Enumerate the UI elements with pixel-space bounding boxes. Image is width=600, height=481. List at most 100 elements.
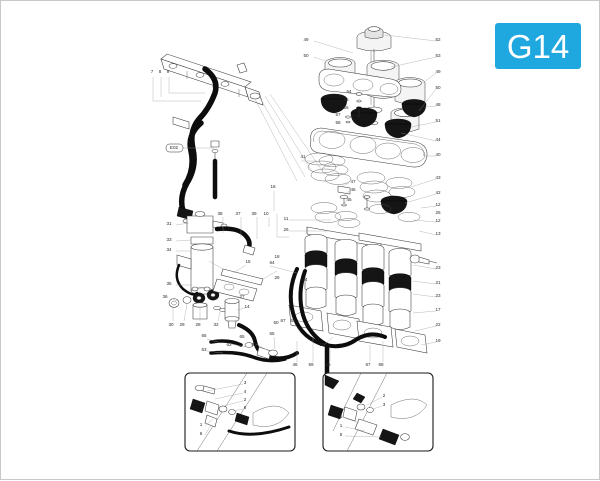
callout-c26b: 26 xyxy=(274,275,280,280)
callout-c39: 39 xyxy=(251,211,257,216)
callout-cE02: E02 xyxy=(170,145,179,150)
callout-n6: 6 xyxy=(244,405,247,410)
callout-c42: 42 xyxy=(435,190,441,195)
callout-c50b: 50 xyxy=(435,85,441,90)
callout-n3: 3 xyxy=(383,402,386,407)
mounting-bracket-plate xyxy=(208,260,278,302)
fuel-hose-main xyxy=(172,66,219,214)
callout-c54: 54 xyxy=(346,89,352,94)
callout-c37: 37 xyxy=(235,211,241,216)
callout-n5: 5 xyxy=(340,432,343,437)
rubber-boot-upper-3 xyxy=(384,118,412,139)
callout-c22: 22 xyxy=(435,322,441,327)
callout-c40: 40 xyxy=(435,152,441,157)
callout-c65c: 65 xyxy=(269,331,275,336)
callout-c29: 29 xyxy=(179,322,185,327)
callout-c45: 45 xyxy=(346,197,352,202)
rubber-boot-upper-2 xyxy=(350,107,378,128)
throttle-actuator xyxy=(409,254,438,265)
callout-c67b: 67 xyxy=(280,318,286,323)
callout-n4: 4 xyxy=(244,389,247,394)
callout-c41: 41 xyxy=(300,154,306,159)
callout-c68b: 68 xyxy=(290,318,296,323)
callout-n6: 6 xyxy=(200,431,203,436)
lower-hose-network xyxy=(209,267,387,376)
bracket-parts xyxy=(337,185,371,211)
detail-inset-left xyxy=(184,372,296,452)
callout-labels: 4950525349504851444043421225121323212317… xyxy=(151,37,441,437)
callout-c63: 63 xyxy=(201,347,207,352)
callout-c53: 53 xyxy=(435,53,441,58)
callout-c68: 68 xyxy=(378,362,384,367)
callout-c15: 15 xyxy=(245,259,251,264)
callout-c49b: 49 xyxy=(435,69,441,74)
callout-c38: 38 xyxy=(217,211,223,216)
callout-c59: 59 xyxy=(308,362,314,367)
callout-c48: 48 xyxy=(435,102,441,107)
callout-n6: 6 xyxy=(340,414,343,419)
callout-c64: 64 xyxy=(269,260,275,265)
callout-c46b: 46 xyxy=(292,362,298,367)
callout-c12b: 12 xyxy=(435,218,441,223)
callout-c60: 60 xyxy=(273,320,279,325)
detail-inset-right xyxy=(322,372,434,452)
callout-c34: 34 xyxy=(166,247,172,252)
callout-c26: 26 xyxy=(283,227,289,232)
callout-c44: 44 xyxy=(435,137,441,142)
throttle-body-2 xyxy=(334,239,358,316)
reference-box-e02 xyxy=(165,140,220,159)
callout-c28: 28 xyxy=(195,322,201,327)
callout-c27: 27 xyxy=(239,294,245,299)
callout-c14: 14 xyxy=(244,304,250,309)
air-filter-cap xyxy=(356,26,392,52)
rubber-boot-mid xyxy=(380,195,408,215)
upper-manifold-plate xyxy=(318,68,402,98)
callout-c16: 16 xyxy=(270,184,276,189)
callout-c55: 55 xyxy=(343,97,349,102)
callout-c25: 25 xyxy=(435,210,441,215)
callout-n3: 3 xyxy=(244,380,247,385)
callout-c52: 52 xyxy=(435,37,441,42)
callout-c61: 61 xyxy=(251,342,257,347)
callout-c51: 51 xyxy=(435,118,441,123)
pressure-regulator xyxy=(224,298,240,329)
callout-c58: 58 xyxy=(335,120,341,125)
throttle-body-bank-left xyxy=(304,226,382,316)
callout-c49: 49 xyxy=(303,37,309,42)
callout-n1: 1 xyxy=(200,422,203,427)
page-badge-label: G14 xyxy=(506,27,570,65)
callout-c30: 30 xyxy=(168,322,174,327)
callout-c65: 65 xyxy=(201,333,207,338)
throttle-body-1 xyxy=(304,234,328,309)
callout-c62: 62 xyxy=(226,342,232,347)
callout-c66: 66 xyxy=(325,362,331,367)
throttle-body-4 xyxy=(388,248,412,330)
leader-lines xyxy=(170,34,437,362)
page-badge: G14 xyxy=(495,23,581,69)
hardware-bolts-upper xyxy=(345,92,363,124)
gasket-ring-stack-right xyxy=(356,171,416,215)
callout-c67: 67 xyxy=(365,362,371,367)
callout-c20: 20 xyxy=(319,342,325,347)
callout-c19: 19 xyxy=(435,338,441,343)
callout-c23: 23 xyxy=(435,265,441,270)
callout-c32: 32 xyxy=(213,322,219,327)
inset-right-leaders xyxy=(344,396,383,438)
top-exploded-assembly xyxy=(318,26,427,139)
callout-c18: 18 xyxy=(274,254,280,259)
fuel-pump-assembly xyxy=(175,211,228,296)
inset-right-parts xyxy=(327,403,410,446)
rubber-boot-upper-4 xyxy=(401,99,427,118)
intake-manifold-plate xyxy=(310,127,428,168)
callout-c11: 11 xyxy=(284,216,289,221)
filter-washer-row xyxy=(168,289,227,320)
throttle-body-3 xyxy=(361,244,385,326)
callout-c13: 13 xyxy=(435,231,441,236)
callout-c9: 9 xyxy=(167,69,170,74)
fuel-rail-assembly xyxy=(160,53,322,182)
callout-c10: 10 xyxy=(263,211,269,216)
callout-c46: 46 xyxy=(350,187,356,192)
callout-c33: 33 xyxy=(166,237,172,242)
callout-c8: 8 xyxy=(159,69,162,74)
